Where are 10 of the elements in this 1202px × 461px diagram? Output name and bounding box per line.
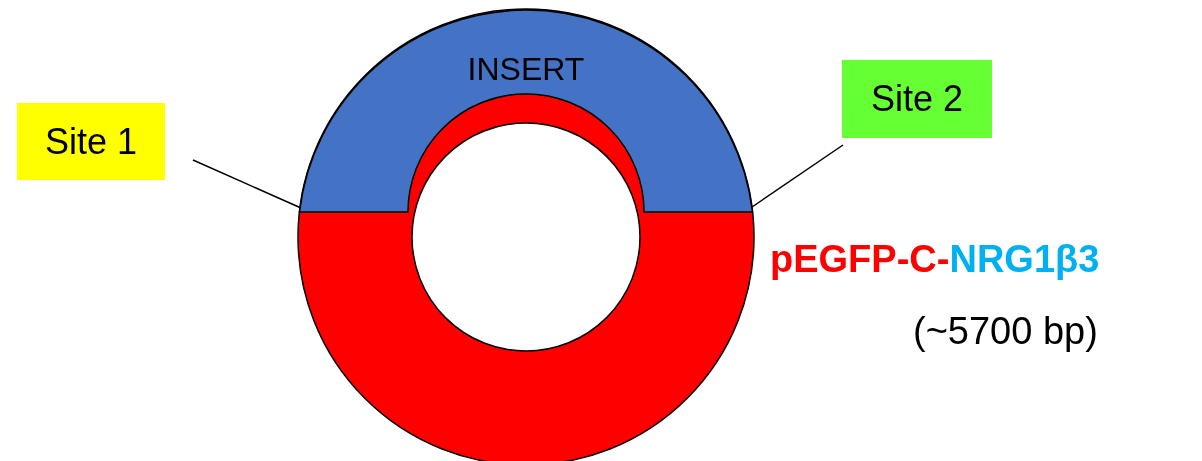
plasmid-ring	[297, 8, 755, 461]
insert-arc	[298, 9, 754, 213]
insert-label: INSERT	[467, 51, 585, 87]
leader-line	[751, 144, 844, 208]
plasmid-name: pEGFP-C-	[770, 238, 950, 280]
leader-line	[192, 159, 302, 209]
insert-gene-name: NRG1β3	[949, 238, 1100, 280]
site-label-box: Site 1	[17, 103, 165, 180]
site-label-box: Site 2	[842, 60, 992, 138]
plasmid-size: (~5700 bp)	[913, 310, 1098, 353]
